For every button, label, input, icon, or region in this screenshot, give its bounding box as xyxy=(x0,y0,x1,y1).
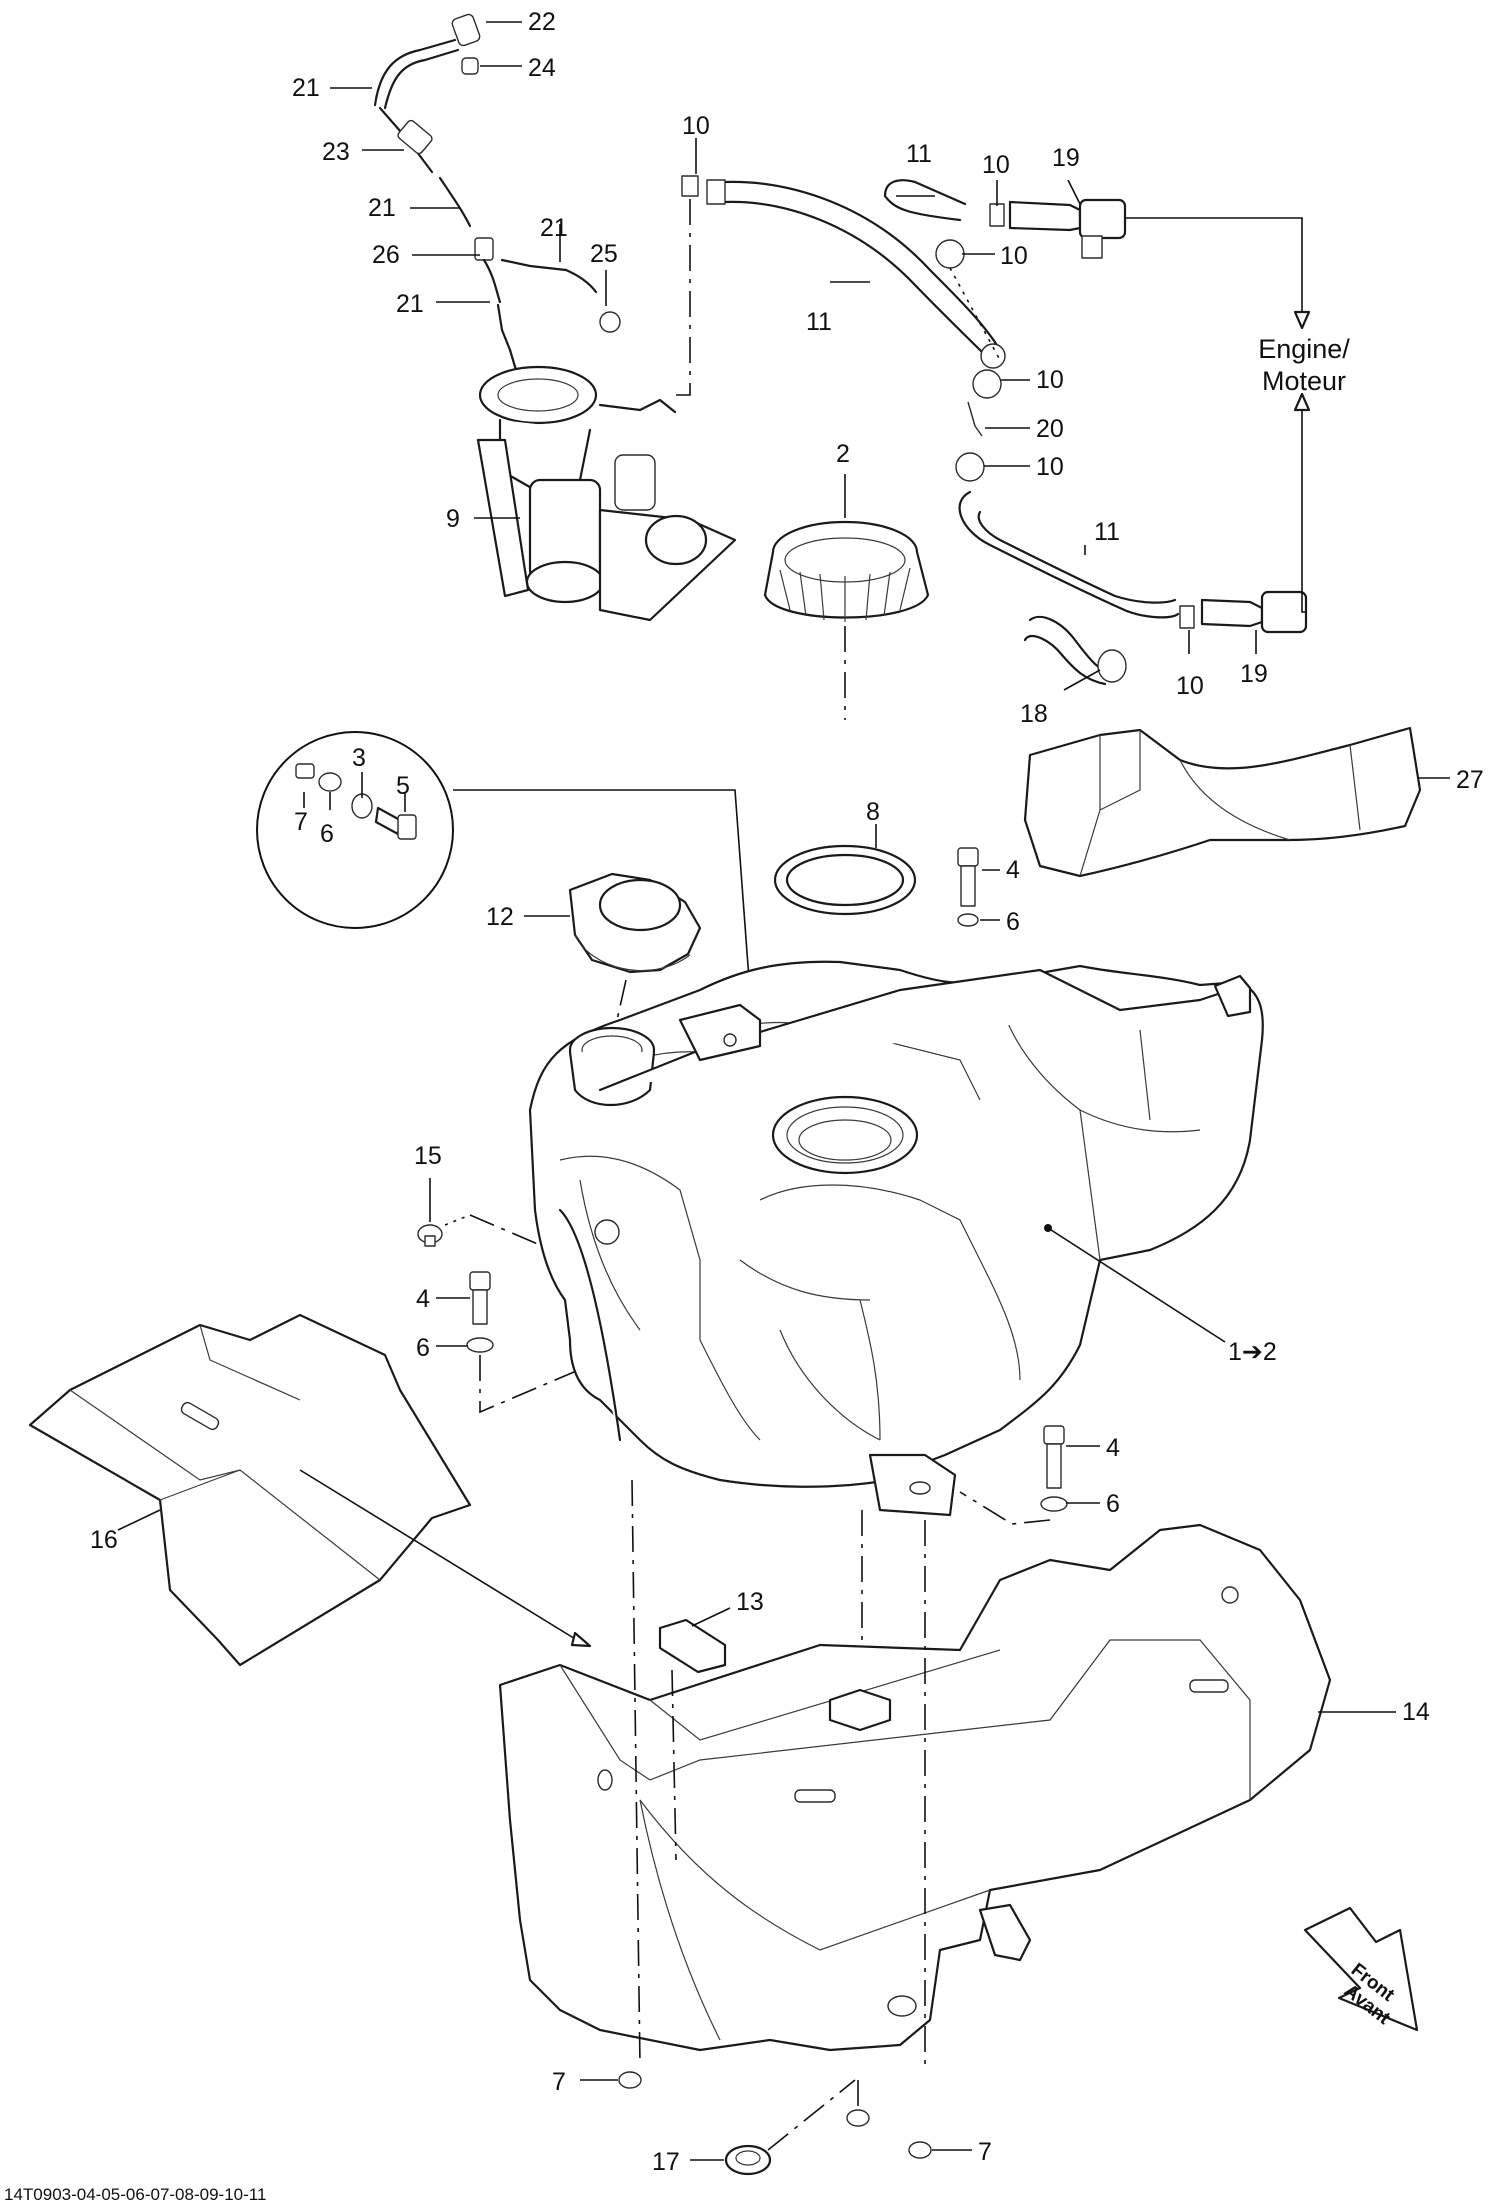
callout-10-a: 10 xyxy=(682,112,710,140)
nut-7-a xyxy=(618,2071,642,2089)
callout-6-a: 6 xyxy=(320,820,334,848)
callout-22: 22 xyxy=(528,8,556,36)
engine-label: Engine/ xyxy=(1258,334,1350,364)
filler-cap xyxy=(568,872,702,974)
gasket xyxy=(773,844,917,916)
lock-ring xyxy=(763,520,930,622)
callout-19-b: 19 xyxy=(1240,660,1268,688)
fuel-hose xyxy=(706,179,1308,686)
callout-4-c: 4 xyxy=(1106,1434,1120,1462)
callout-10-f: 10 xyxy=(1176,672,1204,700)
engine-label-group: Engine/ Moteur xyxy=(1258,334,1350,396)
callout-21-d: 21 xyxy=(396,290,424,318)
callout-16: 16 xyxy=(90,1526,118,1554)
callout-17: 17 xyxy=(652,2148,680,2176)
callout-4-a: 4 xyxy=(1006,856,1020,884)
leader-16 xyxy=(299,1469,586,1646)
foam-block xyxy=(658,1618,727,1674)
callout-19-a: 19 xyxy=(1052,144,1080,172)
callout-26: 26 xyxy=(372,241,400,269)
callout-21-c: 21 xyxy=(540,214,568,242)
callout-24: 24 xyxy=(528,54,556,82)
callout-23: 23 xyxy=(322,138,350,166)
callout-27: 27 xyxy=(1456,766,1484,794)
vent-line-assembly xyxy=(373,13,621,372)
callout-3: 3 xyxy=(352,744,366,772)
callout-21-b: 21 xyxy=(368,194,396,222)
callout-4-b: 4 xyxy=(416,1285,430,1313)
engine-arrows xyxy=(1125,217,1311,613)
callout-7-a: 7 xyxy=(294,808,308,836)
callout-6-b: 6 xyxy=(1006,908,1020,936)
callout-6-d: 6 xyxy=(1106,1490,1120,1518)
callout-11-b: 11 xyxy=(806,308,832,336)
callout-1-to-2: 1➔2 xyxy=(1228,1338,1277,1366)
callout-10-c: 10 xyxy=(1000,242,1028,270)
callout-10-b: 10 xyxy=(982,151,1010,179)
callout-13: 13 xyxy=(736,1588,764,1616)
callouts: 22 24 21 23 21 21 26 25 21 9 10 11 11 10… xyxy=(90,8,1484,2176)
nut-7-c xyxy=(908,2141,932,2159)
grommet-15 xyxy=(417,1224,443,1247)
nut-7-b xyxy=(846,2109,870,2127)
fuel-tank xyxy=(528,960,1264,1517)
callout-10-d: 10 xyxy=(1036,366,1064,394)
moteur-label: Moteur xyxy=(1262,366,1346,396)
heat-shield-upper xyxy=(1023,726,1422,878)
callout-12: 12 xyxy=(486,903,514,931)
callout-11-c: 11 xyxy=(1094,518,1120,546)
drain-plug xyxy=(724,2144,772,2176)
callout-25: 25 xyxy=(590,240,618,268)
skid-plate xyxy=(498,1523,1332,2052)
fastener-detail-circle xyxy=(256,731,753,1021)
callout-21-a: 21 xyxy=(292,74,320,102)
drawing-number: 14T0903-04-05-06-07-08-09-10-11 xyxy=(4,2185,266,2204)
callout-2: 2 xyxy=(836,440,850,468)
callout-7-c: 7 xyxy=(978,2138,992,2166)
callout-20: 20 xyxy=(1036,415,1064,443)
fuel-pump-module xyxy=(476,175,737,622)
callout-14: 14 xyxy=(1402,1698,1430,1726)
bolt-washer-upper xyxy=(957,847,979,927)
callout-6-c: 6 xyxy=(416,1334,430,1362)
callout-18: 18 xyxy=(1020,700,1048,728)
front-arrow: Front Avant xyxy=(1303,1906,1419,2032)
bolt-washer-right xyxy=(1040,1425,1068,1512)
bolt-washer-left xyxy=(466,1271,494,1353)
callout-9: 9 xyxy=(446,505,460,533)
callout-7-b: 7 xyxy=(552,2068,566,2096)
callout-10-e: 10 xyxy=(1036,453,1064,481)
callout-5: 5 xyxy=(396,772,410,800)
leader-1 xyxy=(1047,1227,1226,1343)
callout-8: 8 xyxy=(866,798,880,826)
callout-15: 15 xyxy=(414,1142,442,1170)
heat-shield-lower xyxy=(28,1313,472,1667)
callout-11-a: 11 xyxy=(906,140,932,168)
